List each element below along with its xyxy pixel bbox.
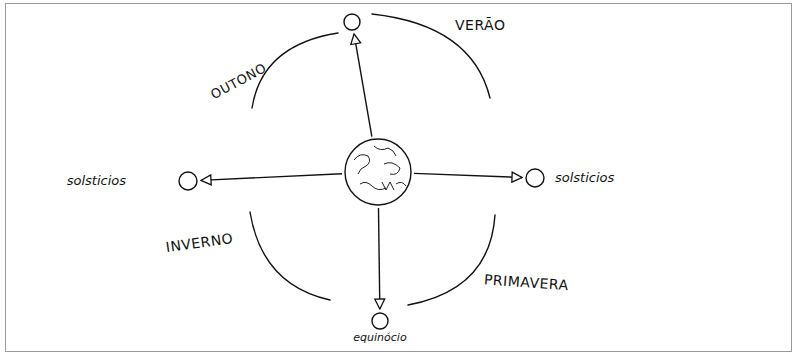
arrow-connector	[414, 173, 522, 177]
continent-scribble	[360, 182, 386, 189]
sun-circle	[343, 13, 361, 31]
arrow-connector	[201, 174, 342, 181]
node-outline	[344, 138, 412, 206]
circle-outline	[526, 169, 544, 187]
season-label: PRIMAVERA	[483, 272, 569, 293]
node-outline	[371, 312, 389, 330]
season-arc	[408, 215, 495, 305]
sun-circle: equinócio	[371, 312, 389, 330]
node-outline	[343, 13, 361, 31]
node-outline	[525, 168, 545, 188]
frame	[6, 4, 792, 352]
continent-scribble	[396, 182, 406, 186]
position-label: solsticios	[67, 174, 126, 188]
circle-outline	[345, 139, 411, 205]
sun-circle: solsticios	[525, 168, 545, 188]
arrow-connector	[354, 34, 372, 137]
season-arc	[250, 212, 330, 300]
position-label: equinócio	[353, 332, 406, 344]
continent-scribble	[354, 155, 370, 174]
earth-globe	[344, 138, 412, 206]
circle-outline	[344, 14, 360, 30]
arrow-connector	[378, 208, 379, 309]
season-label: VERÃO	[455, 18, 505, 33]
node-outline	[178, 171, 198, 191]
sun-circle: solsticios	[178, 171, 198, 191]
continent-scribble	[384, 163, 400, 175]
season-label: INVERNO	[165, 231, 234, 256]
circle-outline	[372, 313, 388, 329]
continent-scribble	[374, 146, 396, 156]
position-label: solsticios	[555, 171, 614, 185]
circle-outline	[179, 172, 197, 190]
continent-scribble	[382, 182, 394, 190]
